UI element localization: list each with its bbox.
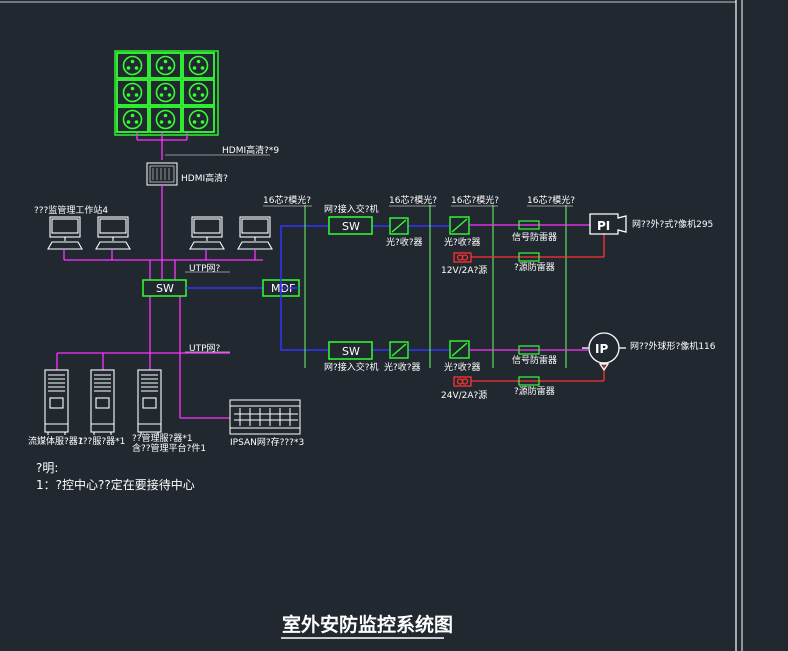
monitor-cell-icon xyxy=(116,106,149,133)
monitor-cell-icon xyxy=(182,79,215,106)
computer-icon xyxy=(189,216,225,250)
monitor-cell-icon xyxy=(182,52,215,79)
core-switch: SW xyxy=(142,279,187,297)
server-tower-icon xyxy=(137,369,162,435)
core-switch-label: SW xyxy=(156,282,174,295)
power-protector-bottom xyxy=(518,376,540,386)
access-switch-bottom-sw: SW xyxy=(342,345,360,358)
transceiver-bottom-1-label: 光?收?器 xyxy=(384,361,421,373)
drawing-title: 室外安防监控系统图 xyxy=(282,613,453,636)
power-protector-top xyxy=(518,252,540,262)
computer-icon xyxy=(47,216,83,250)
cable-16-left-label: 16芯?模光? xyxy=(263,194,311,206)
access-switch-top-sw: SW xyxy=(342,220,360,233)
monitor-cell-icon xyxy=(116,52,149,79)
power-protector-bottom-label: ?源防雷器 xyxy=(514,385,555,397)
server-1-label: 流媒体服?器1 xyxy=(28,435,84,447)
power-supply-bottom xyxy=(453,362,605,387)
server-3b-label: 含??管理平台?件1 xyxy=(132,442,206,454)
server-group xyxy=(44,369,162,435)
signal-protector-top xyxy=(518,220,540,230)
signal-protector-bottom xyxy=(518,345,540,355)
hdmi-cable-label: HDMI高清?*9 xyxy=(222,144,279,156)
svg-text:PI: PI xyxy=(597,219,610,233)
power-12v-label: 12V/2A?源 xyxy=(441,265,487,276)
access-switch-bottom-label: 网?接入交?机 xyxy=(324,361,379,373)
monitor-cell-icon xyxy=(116,79,149,106)
workstation-group xyxy=(47,216,273,250)
cable-16-a-label: 16芯?模光? xyxy=(389,194,437,206)
access-switch-top: SW xyxy=(328,216,373,235)
access-switch-top-label: 网?接入交?机 xyxy=(324,203,379,215)
wall-connectors xyxy=(136,133,188,160)
bullet-camera-icon: PI xyxy=(589,213,627,235)
access-switch-bottom: SW xyxy=(328,341,373,360)
hdmi-matrix xyxy=(146,162,178,186)
video-wall xyxy=(114,50,219,136)
fiber-trunks xyxy=(280,225,450,351)
transceiver-bottom-1 xyxy=(389,341,409,359)
server-3a-label: ??管理服?器*1 xyxy=(132,432,193,444)
svg-text:IP: IP xyxy=(595,342,608,356)
transceiver-top-2 xyxy=(449,216,470,235)
cable-16-b-label: 16芯?模光? xyxy=(451,194,499,206)
dome-camera-icon: IP xyxy=(582,332,626,372)
computer-icon xyxy=(237,216,273,250)
workstation-label: ???监管理工作站4 xyxy=(34,204,108,216)
camera-gun-label: 网??外?式?像机295 xyxy=(632,218,713,230)
transceiver-bottom-2-label: 光?收?器 xyxy=(444,361,481,373)
utp-label-top: UTP网? xyxy=(189,263,221,274)
fiber-dividers xyxy=(304,205,567,368)
power-supply-top xyxy=(453,233,605,263)
power-24v-label: 24V/2A?源 xyxy=(441,390,487,401)
utp-label-bottom: UTP网? xyxy=(189,343,221,354)
server-tower-icon xyxy=(44,369,69,435)
monitor-cell-icon xyxy=(149,106,182,133)
cable-16-c-label: 16芯?模光? xyxy=(527,194,575,206)
monitor-cell-icon xyxy=(149,52,182,79)
transceiver-top-1-label: 光?收?器 xyxy=(386,236,423,248)
transceiver-top-1 xyxy=(389,217,409,235)
transceiver-top-2-label: 光?收?器 xyxy=(444,236,481,248)
hdmi-matrix-label: HDMI高清? xyxy=(181,172,228,184)
computer-icon xyxy=(95,216,131,250)
data-lines xyxy=(56,185,263,419)
transceiver-bottom-2 xyxy=(449,340,470,359)
power-protector-top-label: ?源防雷器 xyxy=(514,261,555,273)
storage-array-icon xyxy=(229,399,301,435)
note-title: ?明: xyxy=(36,461,58,475)
signal-protector-bottom-label: 信号防雷器 xyxy=(512,354,557,366)
monitor-cell-icon xyxy=(182,106,215,133)
monitor-cell-icon xyxy=(149,79,182,106)
server-tower-icon xyxy=(90,369,115,435)
server-2-label: ???服?器*1 xyxy=(78,436,125,447)
ipsan-label: IPSAN网?存???*3 xyxy=(230,436,304,448)
signal-protector-top-label: 信号防雷器 xyxy=(512,231,557,243)
camera-dome-label: 网??外球形?像机116 xyxy=(630,340,716,352)
note-line: 1：?控中心??定在要接待中心 xyxy=(36,477,195,492)
